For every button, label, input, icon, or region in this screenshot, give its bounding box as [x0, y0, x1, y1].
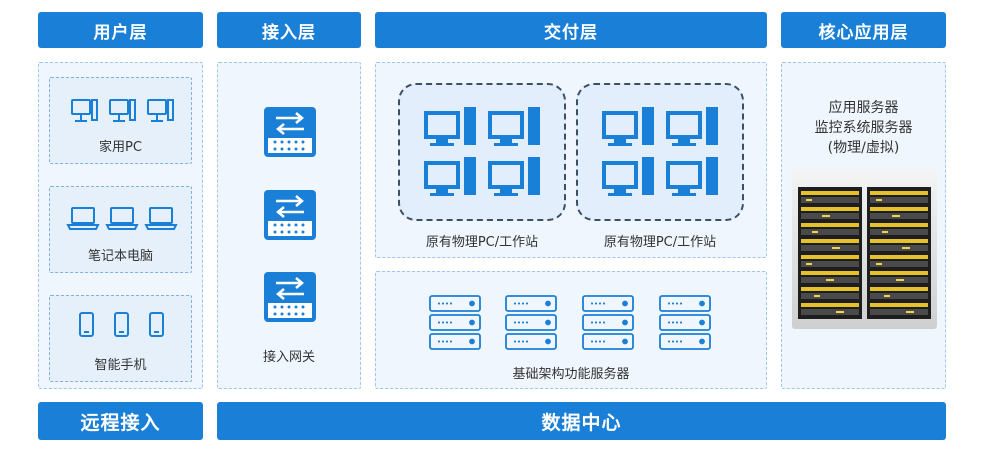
- core-line-2: 监控系统服务器: [814, 120, 913, 136]
- header-delivery-layer: 交付层: [375, 12, 767, 48]
- desktop-card: 家用PC: [49, 77, 192, 164]
- phone-label: 智能手机: [94, 358, 147, 373]
- header-user-layer: 用户层: [38, 12, 203, 48]
- pc-group-1: [398, 83, 566, 221]
- core-line-3: (物理/虚拟): [827, 140, 900, 156]
- core-layer-panel: 应用服务器 监控系统服务器 (物理/虚拟): [781, 62, 946, 389]
- user-layer-panel: 家用PC 笔记本电脑 智能手机: [38, 62, 203, 389]
- workstation-group-icon: [424, 107, 540, 196]
- phone-card: 智能手机: [49, 295, 192, 382]
- infra-server-panel: 基础架构功能服务器: [375, 271, 767, 389]
- gateway-icon: [264, 107, 316, 157]
- delivery-pc-panel: 原有物理PC/工作站 原有物理PC/工作站: [375, 62, 767, 258]
- footer-data-center: 数据中心: [217, 402, 946, 440]
- laptop-card: 笔记本电脑: [49, 186, 192, 273]
- smartphone-icon: [79, 312, 164, 337]
- infra-server-label: 基础架构功能服务器: [512, 367, 630, 382]
- core-line-1: 应用服务器: [828, 100, 899, 116]
- desktop-label: 家用PC: [99, 140, 142, 155]
- server-rack-icon: [792, 169, 937, 329]
- laptop-label: 笔记本电脑: [87, 249, 153, 264]
- pc-group-2-label: 原有物理PC/工作站: [603, 235, 717, 250]
- gateway-label: 接入网关: [262, 350, 315, 365]
- header-access-layer: 接入层: [217, 12, 361, 48]
- desktop-pc-icon: [71, 99, 174, 122]
- workstation-group-icon: [602, 107, 718, 196]
- laptop-icon: [66, 207, 178, 230]
- footer-remote-access: 远程接入: [38, 402, 203, 440]
- header-core-layer: 核心应用层: [781, 12, 946, 48]
- pc-group-2: [576, 83, 744, 221]
- pc-group-1-label: 原有物理PC/工作站: [425, 235, 539, 250]
- infra-server-icon: [429, 295, 711, 350]
- access-layer-panel: 接入网关: [217, 62, 361, 389]
- gateway-icon: [264, 272, 316, 322]
- gateway-icon: [264, 190, 316, 240]
